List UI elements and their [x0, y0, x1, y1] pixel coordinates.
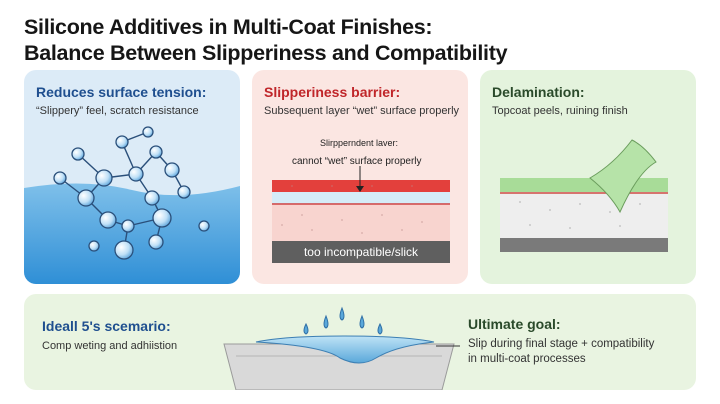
droplet-3 — [339, 306, 345, 321]
goal-title: Ultimate goal: — [468, 316, 561, 332]
green-topcoat — [500, 178, 668, 192]
goal-line-2: in multi-coat processes — [468, 353, 586, 365]
wetting-diagram — [223, 306, 460, 390]
panel2-note-2: cannot “wet” surface properly — [292, 156, 422, 167]
panel2-subtitle: Subsequent layer “wet” surface properly — [264, 105, 460, 117]
scenario-subtitle: Comp weting and adhiistion — [42, 340, 178, 352]
panel3-subtitle: Topcoat peels, ruining finish — [492, 105, 628, 117]
scenario-title: Ideall 5's scemario: — [42, 318, 171, 334]
panel3-title: Delamination: — [492, 84, 585, 100]
droplet-5 — [377, 322, 383, 335]
substrate — [500, 238, 668, 252]
panel-ideal-scenario: Ideall 5's scemario: Comp weting and adh… — [24, 294, 696, 390]
layer-stack-diagram — [272, 166, 450, 241]
panel1-subtitle: “Slippery” feel, scratch resistance — [36, 105, 199, 117]
panel-slipperiness-barrier: Slipperiness barrier: Subsequent layer “… — [252, 70, 468, 284]
goal-line-1: Slip during final stage + compatibility — [468, 338, 655, 350]
droplet-1 — [303, 322, 309, 335]
page-title: Silicone Additives in Multi-Coat Finishe… — [24, 14, 508, 66]
incompatible-banner: too incompatible/slick — [272, 241, 450, 263]
panel-surface-tension: Reduces surface tension: “Slippery” feel… — [24, 70, 240, 284]
wet-film — [255, 335, 435, 364]
title-line-2: Balance Between Slipperiness and Compati… — [24, 41, 508, 65]
title-line-1: Silicone Additives in Multi-Coat Finishe… — [24, 15, 433, 39]
base-layer — [500, 194, 668, 238]
molecule-diagram — [24, 126, 240, 284]
panel-delamination: Delamination: Topcoat peels, ruining fin… — [480, 70, 696, 284]
panel2-note-1: Slirpperndent laver: — [320, 138, 399, 148]
panel1-title: Reduces surface tension: — [36, 84, 207, 100]
blue-layer — [272, 192, 450, 204]
panel2-title: Slipperiness barrier: — [264, 84, 401, 100]
delamination-diagram — [500, 139, 668, 252]
peeling-film — [589, 139, 657, 214]
water-surface — [24, 183, 240, 284]
droplet-2 — [323, 314, 329, 329]
pink-layer — [272, 205, 450, 241]
droplet-4 — [359, 314, 365, 329]
